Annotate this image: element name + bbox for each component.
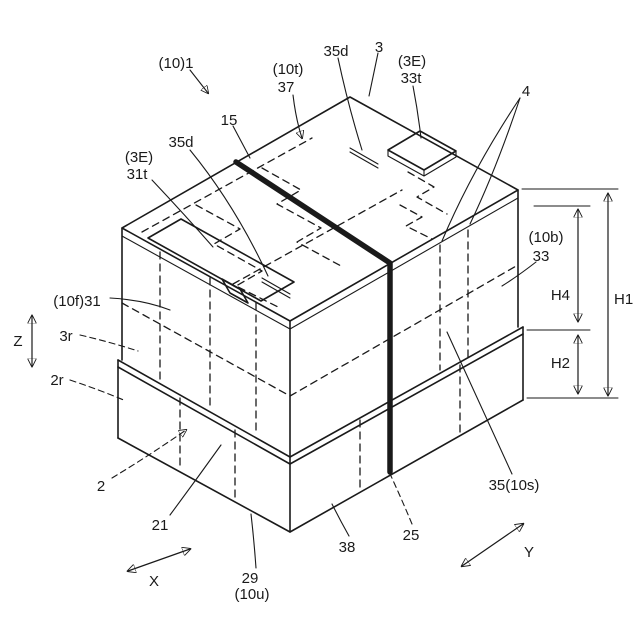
label-h1: H1 (614, 291, 633, 308)
slit-35d-left (261, 277, 291, 299)
x-axis-arrow (128, 549, 190, 571)
label-2: 2 (97, 478, 105, 495)
leader-15 (232, 125, 251, 159)
leader-4-b (441, 97, 521, 242)
box-top-face (121, 96, 519, 322)
leader-38 (331, 503, 350, 537)
y-axis-arrow (462, 524, 523, 566)
axis-arrows (32, 316, 523, 571)
leader-35d-left (189, 149, 269, 277)
label-h4: H4 (551, 287, 570, 304)
label-x-axis: X (149, 573, 159, 590)
cover-thickness-left (121, 235, 291, 330)
leader-10-1 (189, 69, 208, 93)
leader-25 (390, 475, 413, 525)
leader-2 (111, 430, 186, 479)
label-10t: (10t) (273, 61, 304, 78)
label-25: 25 (403, 527, 420, 544)
hidden-front-left-verticals (159, 251, 257, 435)
label-y-axis: Y (524, 544, 534, 561)
tray-bottom (117, 399, 524, 533)
hidden-flap-steps-a (195, 204, 281, 309)
label-3r: 3r (59, 328, 72, 345)
hidden-flap-steps-c (407, 171, 448, 215)
label-15: 15 (221, 112, 238, 129)
hidden-flap-steps-b (261, 167, 342, 267)
leader-10f-31 (109, 297, 171, 311)
label-38: 38 (339, 539, 356, 556)
leader-2r (69, 379, 127, 402)
tray-rim-inner (117, 333, 524, 465)
leader-3r (79, 334, 139, 352)
leader-35d-top (337, 57, 363, 151)
label-h2: H2 (551, 355, 570, 372)
leader-4-a (469, 97, 521, 225)
label-35d-left: 35d (168, 134, 193, 151)
hidden-flap-steps-d (399, 204, 433, 240)
label-3e-top: (3E) (398, 53, 426, 70)
tab-31t-flap (147, 218, 295, 302)
tray (117, 326, 524, 533)
labels: (10)1 (10t) 37 35d 3 (3E) 33t 4 15 35d (… (13, 39, 633, 603)
label-33t: 33t (401, 70, 423, 87)
hidden-right-verticals-flap4 (439, 229, 469, 371)
label-2r: 2r (50, 372, 63, 389)
label-4: 4 (522, 83, 530, 100)
leader-lines (69, 52, 537, 569)
label-z-axis: Z (13, 333, 22, 350)
leader-3 (368, 52, 379, 97)
leader-21 (169, 444, 222, 516)
slit-35d-top (349, 147, 379, 169)
tab-31t-lock (221, 278, 249, 304)
hidden-top-folds (141, 137, 403, 285)
label-31t: 31t (127, 166, 149, 183)
leader-3e-33t (412, 85, 422, 139)
leader-29-10u (250, 513, 257, 569)
label-10f-31: (10f)31 (53, 293, 101, 310)
label-3e-left: (3E) (125, 149, 153, 166)
strap-band (233, 159, 393, 475)
leader-10b-33 (501, 261, 537, 287)
label-10b: (10b) (528, 229, 563, 246)
label-10-1: (10)1 (158, 55, 193, 72)
tab-33t-thickness (387, 149, 457, 177)
tray-rim-outer (117, 326, 524, 458)
label-33: 33 (533, 248, 550, 265)
label-37: 37 (278, 79, 295, 96)
label-10u: (10u) (234, 586, 269, 603)
label-21: 21 (152, 517, 169, 534)
leader-10t-37 (292, 94, 302, 138)
hidden-cover-bottom (121, 264, 519, 397)
lock-tabs (147, 130, 457, 304)
leader-3e-31t (151, 179, 214, 248)
box-outline (121, 96, 519, 458)
label-35d-top: 35d (323, 43, 348, 60)
cover-thickness-right (289, 197, 519, 330)
leader-35-10s (446, 331, 513, 475)
dimension-lines (521, 188, 619, 399)
band-35 (233, 159, 393, 475)
label-3: 3 (375, 39, 383, 56)
label-29: 29 (242, 570, 259, 587)
label-35-10s: 35(10s) (489, 477, 540, 494)
hidden-edges (121, 137, 519, 501)
